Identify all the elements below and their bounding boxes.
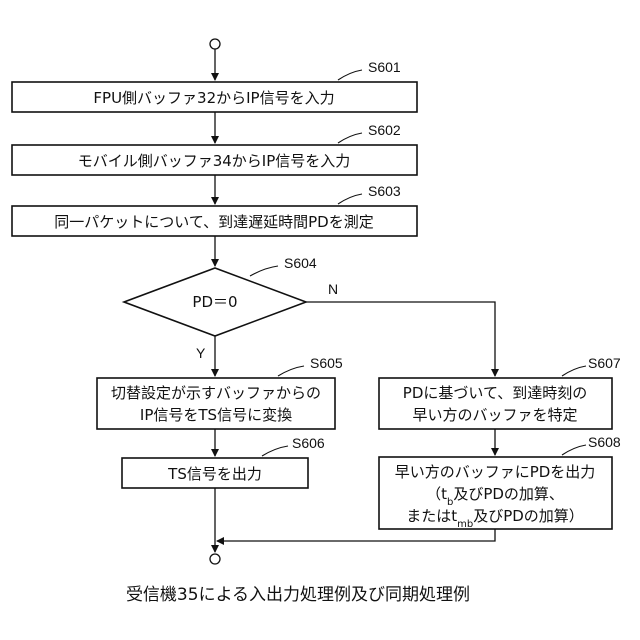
s608-l3-sub: mb: [457, 519, 473, 530]
no-label: N: [328, 281, 338, 297]
leader-s607: [562, 366, 586, 376]
s608-l2-pre: （t: [426, 485, 447, 503]
leader-s602: [338, 133, 362, 143]
step-s605-line1: 切替設定が示すバッファからの: [111, 384, 321, 402]
step-s605-id: S605: [310, 355, 343, 371]
step-s603-id: S603: [368, 183, 401, 199]
decision-s604-text: PD＝0: [192, 293, 237, 311]
leader-s601: [338, 70, 362, 80]
step-s608-id: S608: [588, 434, 621, 450]
step-s608-line1: 早い方のバッファにPDを出力: [395, 463, 596, 481]
leader-s605: [278, 366, 304, 376]
s608-l2-post: 及びPDの加算、: [453, 485, 564, 503]
step-s606-text: TS信号を出力: [167, 465, 262, 483]
s608-l3-post: 及びPDの加算）: [473, 507, 584, 525]
step-s607: PDに基づいて、到達時刻の 早い方のバッファを特定 S607: [379, 355, 621, 429]
start-terminal: [210, 39, 220, 49]
step-s606: TS信号を出力 S606: [122, 435, 325, 488]
step-s602-id: S602: [368, 122, 401, 138]
step-s605: 切替設定が示すバッファからの IP信号をTS信号に変換 S605: [97, 355, 343, 429]
step-s607-line1: PDに基づいて、到達時刻の: [403, 384, 587, 402]
step-s604-id: S604: [284, 255, 317, 271]
step-s606-id: S606: [292, 435, 325, 451]
leader-s603: [338, 194, 362, 204]
step-s607-line2: 早い方のバッファを特定: [412, 406, 577, 424]
step-s602-text: モバイル側バッファ34からIP信号を入力: [78, 152, 351, 170]
figure-caption: 受信機35による入出力処理例及び同期処理例: [126, 585, 470, 605]
step-s603-text: 同一パケットについて、到達遅延時間PDを測定: [54, 213, 373, 231]
leader-s606: [262, 446, 288, 456]
s608-l3-pre: またはt: [406, 507, 457, 525]
step-s601-id: S601: [368, 59, 401, 75]
end-terminal: [210, 554, 220, 564]
yes-label: Y: [196, 345, 206, 361]
leader-s608: [562, 445, 586, 455]
step-s605-line2: IP信号をTS信号に変換: [140, 406, 292, 424]
leader-s604: [250, 266, 278, 276]
step-s607-id: S607: [588, 355, 621, 371]
step-s601-text: FPU側バッファ32からIP信号を入力: [93, 89, 334, 107]
step-s608: 早い方のバッファにPDを出力 （tb及びPDの加算、 またはtmb及びPDの加算…: [379, 434, 621, 530]
arrow-s608-merge: [217, 529, 495, 541]
decision-s604: PD＝0 S604: [124, 255, 317, 336]
